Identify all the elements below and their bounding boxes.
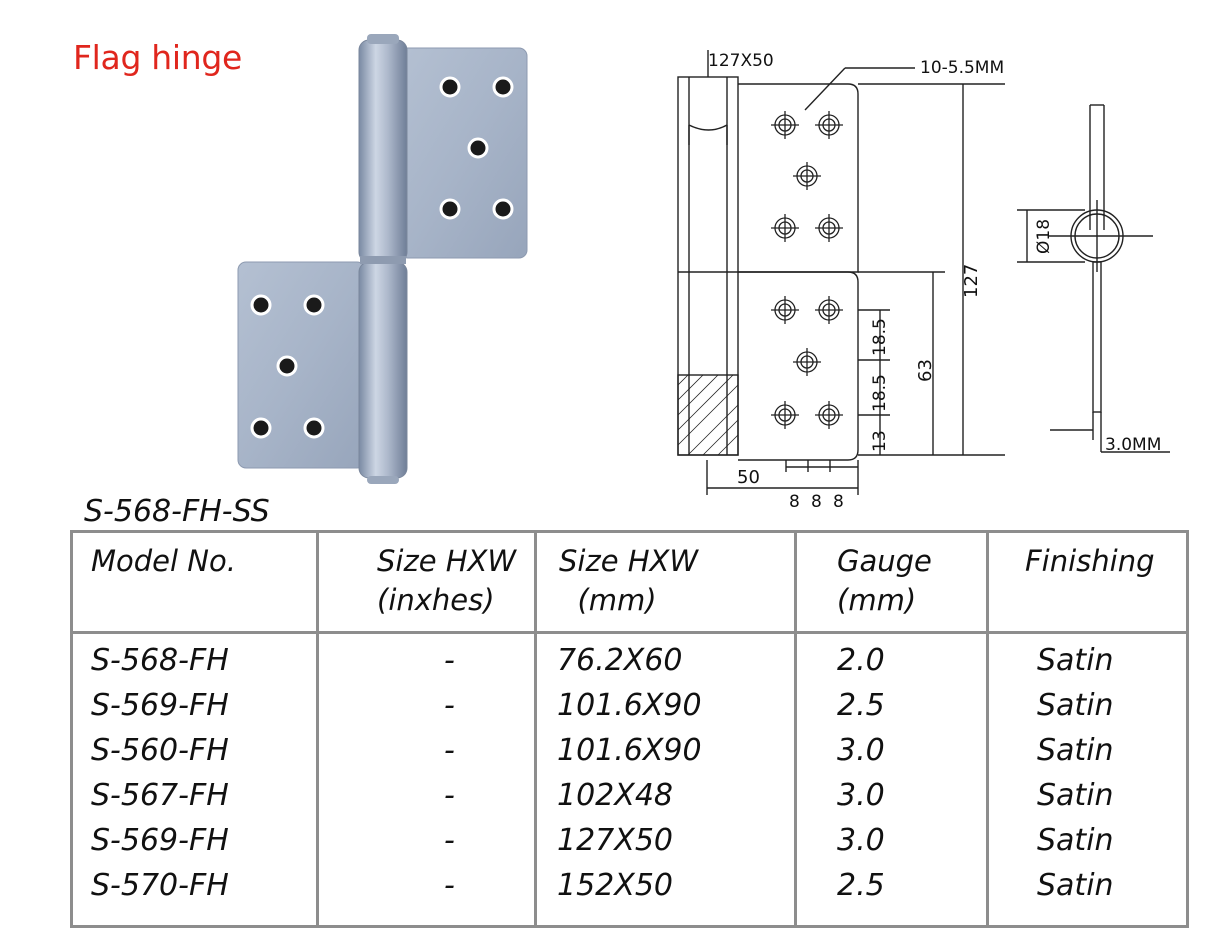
lower-leaf-dim: 63 [915, 359, 936, 382]
cell-size-inches: - [316, 632, 537, 683]
header-gauge: Gauge(mm) [794, 530, 989, 634]
knuckle-diameter: Ø18 [1034, 219, 1054, 254]
cell-size-inches: - [316, 683, 537, 728]
table-row: S-568-FH - 76.2X60 2.0 Satin [70, 632, 1189, 683]
bottom-offset: 13 [870, 430, 890, 452]
hole-label: 10-5.5MM [920, 58, 1004, 78]
cell-model: S-569-FH [70, 683, 319, 728]
cell-model: S-560-FH [70, 728, 319, 773]
cell-model: S-569-FH [70, 818, 319, 863]
cell-gauge: 2.0 [794, 632, 989, 683]
cell-size-mm: 76.2X60 [534, 632, 797, 683]
cell-model: S-568-FH [70, 632, 319, 683]
table-header-row: Model No. Size HXW(inxhes) Size HXW (mm)… [70, 530, 1189, 634]
width-dim: 50 [737, 467, 760, 488]
cell-finishing: Satin [986, 683, 1189, 728]
hole-pitch-2: 18.5 [870, 374, 890, 412]
cell-gauge: 3.0 [794, 773, 989, 818]
cell-gauge: 3.0 [794, 728, 989, 773]
cell-size-mm: 152X50 [534, 863, 797, 928]
cell-gauge: 2.5 [794, 683, 989, 728]
cell-size-inches: - [316, 728, 537, 773]
spacing-3: 8 [833, 492, 844, 512]
cell-size-inches: - [316, 818, 537, 863]
header-size-inches: Size HXW(inxhes) [316, 530, 537, 634]
table-row: S-570-FH - 152X50 2.5 Satin [70, 863, 1189, 928]
thickness-label: 3.0MM [1105, 435, 1161, 455]
cell-finishing: Satin [986, 863, 1189, 928]
spec-table: Model No. Size HXW(inxhes) Size HXW (mm)… [70, 530, 1189, 928]
table-row: S-560-FH - 101.6X90 3.0 Satin [70, 728, 1189, 773]
cell-finishing: Satin [986, 773, 1189, 818]
cell-finishing: Satin [986, 728, 1189, 773]
cell-finishing: Satin [986, 818, 1189, 863]
spacing-1: 8 [789, 492, 800, 512]
table-row: S-567-FH - 102X48 3.0 Satin [70, 773, 1189, 818]
cell-size-mm: 102X48 [534, 773, 797, 818]
cell-size-inches: - [316, 773, 537, 818]
cell-model: S-567-FH [70, 773, 319, 818]
cell-size-mm: 127X50 [534, 818, 797, 863]
table-row: S-569-FH - 127X50 3.0 Satin [70, 818, 1189, 863]
table-row: S-569-FH - 101.6X90 2.5 Satin [70, 683, 1189, 728]
model-heading: S-568-FH-SS [84, 494, 270, 529]
header-finishing: Finishing [986, 530, 1189, 634]
cell-gauge: 3.0 [794, 818, 989, 863]
cell-size-inches: - [316, 863, 537, 928]
header-size-mm: Size HXW (mm) [534, 530, 797, 634]
size-label: 127X50 [708, 51, 774, 71]
cell-gauge: 2.5 [794, 863, 989, 928]
cell-model: S-570-FH [70, 863, 319, 928]
page-title: Flag hinge [73, 38, 243, 77]
flag-hinge-photo [237, 34, 528, 484]
hole-pitch-1: 18.5 [870, 318, 890, 356]
cell-size-mm: 101.6X90 [534, 728, 797, 773]
spacing-2: 8 [811, 492, 822, 512]
technical-drawing: 127X50 10-5.5MM 127 63 18.5 18.5 13 50 8… [677, 50, 1170, 512]
cell-size-mm: 101.6X90 [534, 683, 797, 728]
cell-finishing: Satin [986, 632, 1189, 683]
header-model: Model No. [70, 530, 319, 634]
height-dim: 127 [961, 264, 982, 298]
